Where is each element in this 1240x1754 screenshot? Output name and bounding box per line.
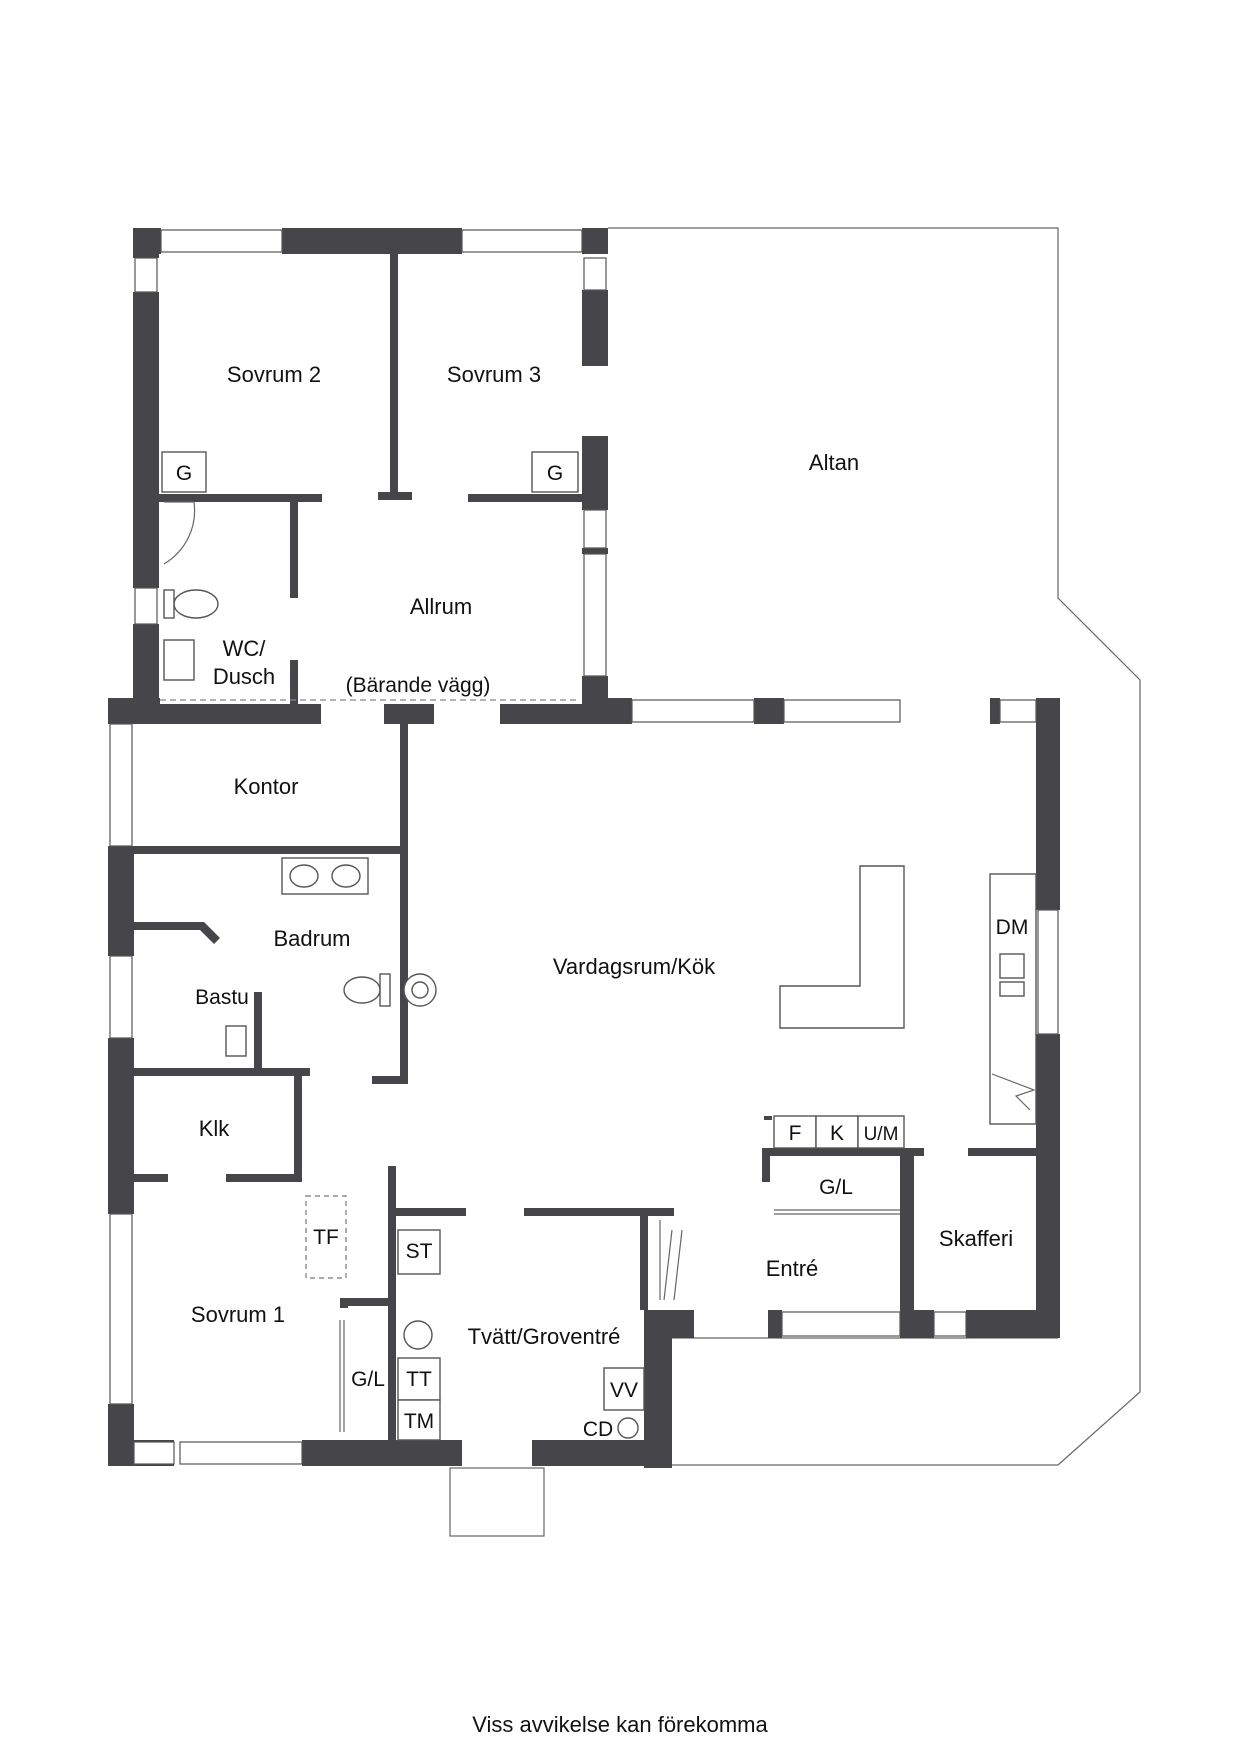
fixture-label-gl-entre: G/L: [819, 1176, 853, 1199]
room-label-dusch: Dusch: [213, 664, 275, 689]
fixture-label-f: F: [789, 1122, 802, 1145]
room-label-tvatt-groventre: Tvätt/Groventré: [468, 1324, 621, 1349]
fixtures: [161, 451, 1037, 1441]
sauna-heater-icon: [225, 1025, 247, 1057]
fixture-label-g-left: G: [176, 462, 192, 485]
kitchen-counter-icon: [989, 873, 1037, 1125]
sink-basin-icon: [331, 864, 361, 888]
fridge-icon: [773, 1115, 817, 1149]
room-label-sovrum3: Sovrum 3: [447, 362, 541, 387]
bearing-wall-label: (Bärande vägg): [346, 674, 491, 697]
windows: [109, 229, 1059, 1465]
fixture-label-tm: TM: [404, 1410, 434, 1433]
fixture-labels: G G DM F K U/M G/L TF ST TT TM G/L VV CD: [176, 462, 1029, 1441]
exterior-walls: [108, 228, 1060, 1468]
kitchen-island-icon: [779, 865, 905, 1029]
ceiling-hatch-icon: [305, 1195, 347, 1279]
fixture-label-st: ST: [406, 1240, 433, 1263]
wardrobe-icon: [161, 451, 207, 493]
room-labels: Sovrum 2 Sovrum 3 Altan Allrum WC/ Dusch…: [191, 362, 1013, 1349]
toilet-tank-icon: [379, 973, 391, 1007]
interior-walls: [134, 254, 1036, 1440]
dryer-icon: [403, 1320, 433, 1350]
sink-basin-icon: [289, 864, 319, 888]
room-label-altan: Altan: [809, 450, 859, 475]
fridge-icon: [991, 1073, 1036, 1111]
fixture-label-tf: TF: [313, 1226, 339, 1249]
room-label-bastu: Bastu: [195, 986, 249, 1009]
fixture-label-dm: DM: [996, 916, 1029, 939]
tumble-dryer-icon: [397, 1357, 441, 1401]
water-heater-icon: [603, 1367, 645, 1411]
oven-icon: [999, 953, 1025, 979]
sink-icon: [163, 639, 195, 681]
fixture-label-k: K: [830, 1122, 844, 1145]
stove-icon: [411, 981, 429, 999]
room-label-allrum: Allrum: [410, 594, 472, 619]
washing-machine-icon: [397, 1399, 441, 1441]
toilet-icon: [173, 589, 219, 619]
room-label-sovrum1: Sovrum 1: [191, 1302, 285, 1327]
drying-cabinet-icon: [397, 1229, 441, 1275]
toilet-icon: [343, 976, 381, 1004]
room-label-klk: Klk: [199, 1116, 231, 1141]
toilet-tank-icon: [163, 589, 175, 619]
room-label-badrum: Badrum: [273, 926, 350, 951]
room-label-skafferi: Skafferi: [939, 1226, 1013, 1251]
disclaimer-text: Viss avvikelse kan förekomma: [472, 1712, 768, 1737]
fixture-label-tt: TT: [406, 1368, 432, 1391]
room-label-entre: Entré: [766, 1256, 819, 1281]
fixture-label-um: U/M: [864, 1124, 899, 1145]
fixture-label-cd: CD: [583, 1418, 613, 1441]
room-label-wc: WC/: [223, 636, 267, 661]
room-label-kontor: Kontor: [234, 774, 299, 799]
oven-icon: [999, 981, 1025, 997]
fixture-label-gl-sovrum1: G/L: [351, 1368, 385, 1391]
wc-door-swing: [163, 501, 196, 565]
room-label-vardagsrum-kok: Vardagsrum/Kök: [553, 954, 716, 979]
microwave-icon: [857, 1115, 905, 1149]
wardrobe-icon: [531, 451, 579, 493]
room-label-sovrum2: Sovrum 2: [227, 362, 321, 387]
fixture-label-vv: VV: [610, 1379, 638, 1402]
drain-icon: [617, 1417, 639, 1439]
fixture-label-g-right: G: [547, 462, 563, 485]
